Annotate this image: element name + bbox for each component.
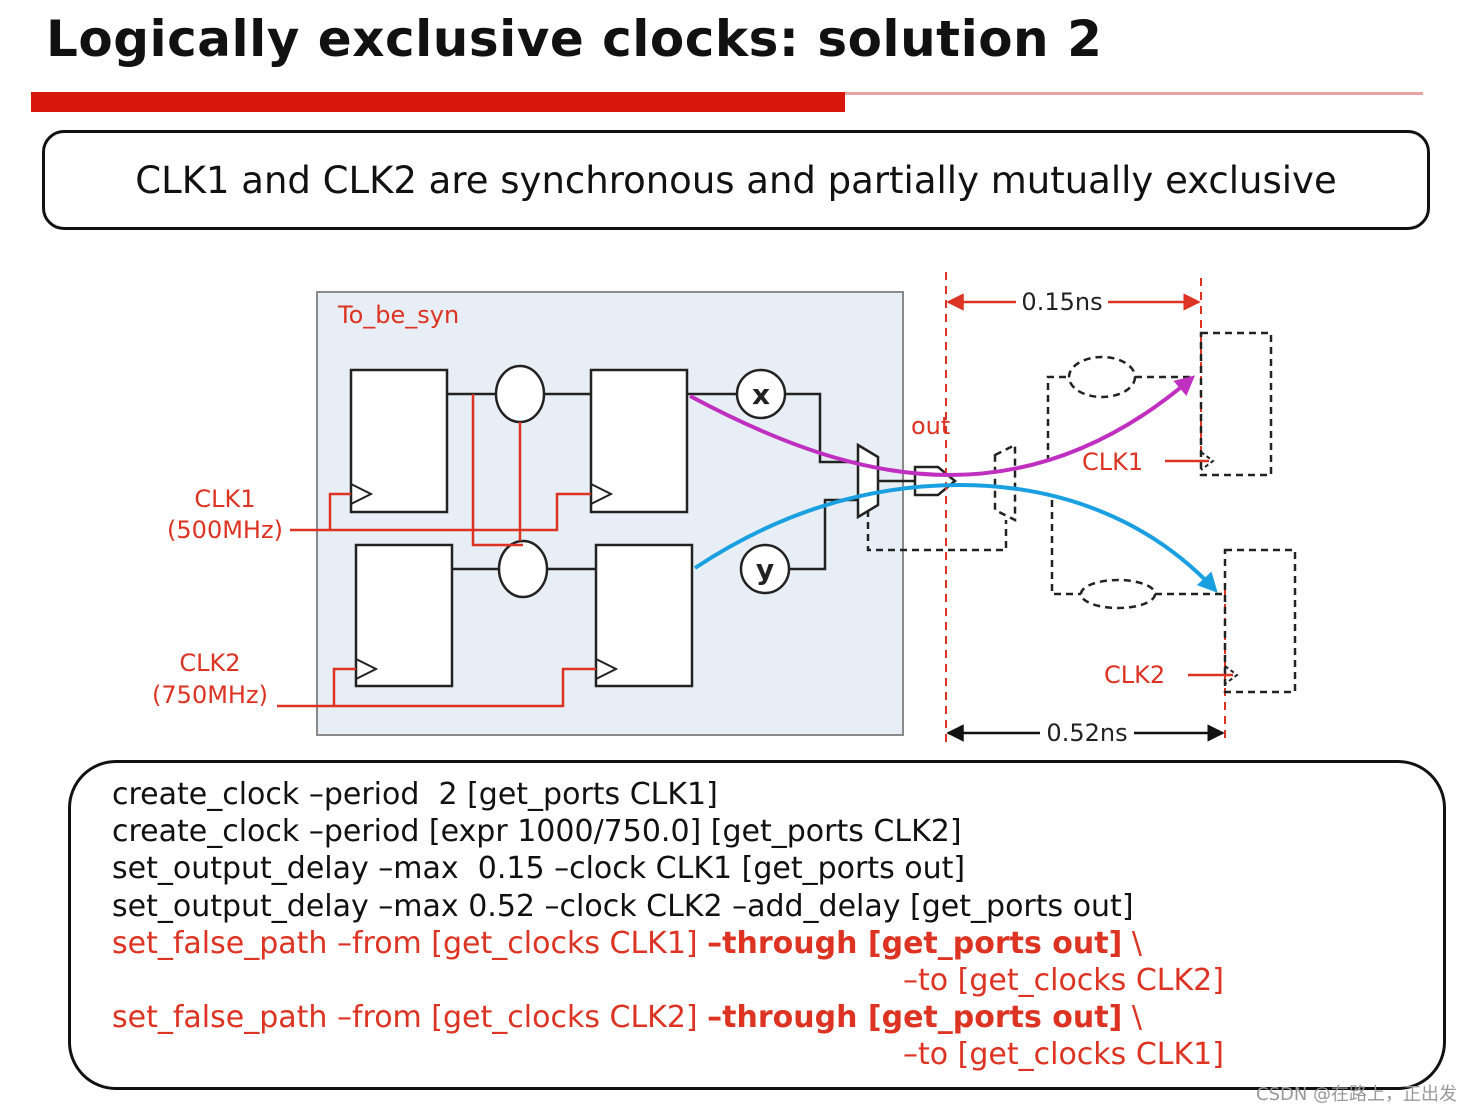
title-underline-bar: [31, 92, 845, 112]
code-line-5-b: –through [get_ports out]: [707, 926, 1123, 961]
path-clk2-cyan: [693, 482, 1218, 593]
clk-triangle-4: [595, 658, 619, 680]
module-label: To_be_syn: [337, 301, 459, 329]
clk1-label: CLK1: [194, 485, 255, 513]
clk-triangle-2: [590, 483, 614, 505]
watermark: CSDN @在路上，正出发: [1256, 1084, 1458, 1105]
data-wires: [447, 392, 915, 571]
code-line-5: set_false_path –from [get_clocks CLK1] –…: [112, 925, 1142, 962]
external-logic: [866, 331, 1297, 694]
sdc-code-box: [68, 760, 1446, 1090]
statement-text: CLK1 and CLK2 are synchronous and partia…: [135, 158, 1337, 202]
node-x: [735, 368, 787, 420]
code-line-1: create_clock –period 2 [get_ports CLK1]: [112, 777, 718, 812]
ext-clk1-label: CLK1: [1082, 448, 1143, 476]
ext-clk2-label: CLK2: [1104, 661, 1165, 689]
mux: [856, 442, 880, 520]
node-x-label: x: [752, 378, 770, 411]
clk-triangle-1: [350, 483, 374, 505]
statement-box: CLK1 and CLK2 are synchronous and partia…: [42, 130, 1430, 230]
code-line-5-c: \: [1122, 926, 1142, 961]
flipflop-4: [594, 543, 694, 688]
output-buffer: [913, 465, 957, 497]
code-line-7-b: –through [get_ports out]: [707, 1000, 1123, 1035]
clk1-freq: (500MHz): [167, 516, 283, 544]
clock-wires: [277, 394, 596, 708]
node-y-label: y: [756, 553, 774, 586]
logic-gate-1: [494, 364, 546, 424]
code-line-5-a: set_false_path –from [get_clocks CLK1]: [112, 926, 708, 961]
code-line-7-a: set_false_path –from [get_clocks CLK2]: [112, 1000, 708, 1035]
clk-triangle-3: [355, 658, 379, 680]
flipflop-2: [589, 368, 689, 514]
clk2-freq: (750MHz): [152, 681, 268, 709]
code-line-2: create_clock –period [expr 1000/750.0] […: [112, 814, 962, 849]
page-title: Logically exclusive clocks: solution 2: [46, 10, 1103, 68]
clk2-label: CLK2: [179, 649, 240, 677]
code-line-4: set_output_delay –max 0.52 –clock CLK2 –…: [112, 889, 1134, 924]
node-y: [739, 543, 791, 595]
delay1-label: 0.15ns: [1021, 288, 1102, 316]
code-line-7-c: \: [1122, 1000, 1142, 1035]
out-label: out: [911, 412, 950, 440]
code-line-8: –to [get_clocks CLK1]: [903, 1037, 1224, 1072]
flipflop-3: [354, 543, 454, 688]
path-clk1-magenta: [689, 375, 1196, 478]
code-line-6: –to [get_clocks CLK2]: [903, 963, 1224, 998]
flipflop-1: [349, 368, 449, 514]
code-line-3: set_output_delay –max 0.15 –clock CLK1 […: [112, 851, 966, 886]
title-underline-thin: [845, 92, 1423, 95]
logic-gate-2: [497, 539, 549, 599]
code-line-7: set_false_path –from [get_clocks CLK2] –…: [112, 999, 1142, 1036]
ext-clk-triangle-1: [1200, 451, 1215, 471]
ext-clk-triangle-2: [1224, 665, 1239, 685]
delay2-label: 0.52ns: [1046, 719, 1127, 747]
